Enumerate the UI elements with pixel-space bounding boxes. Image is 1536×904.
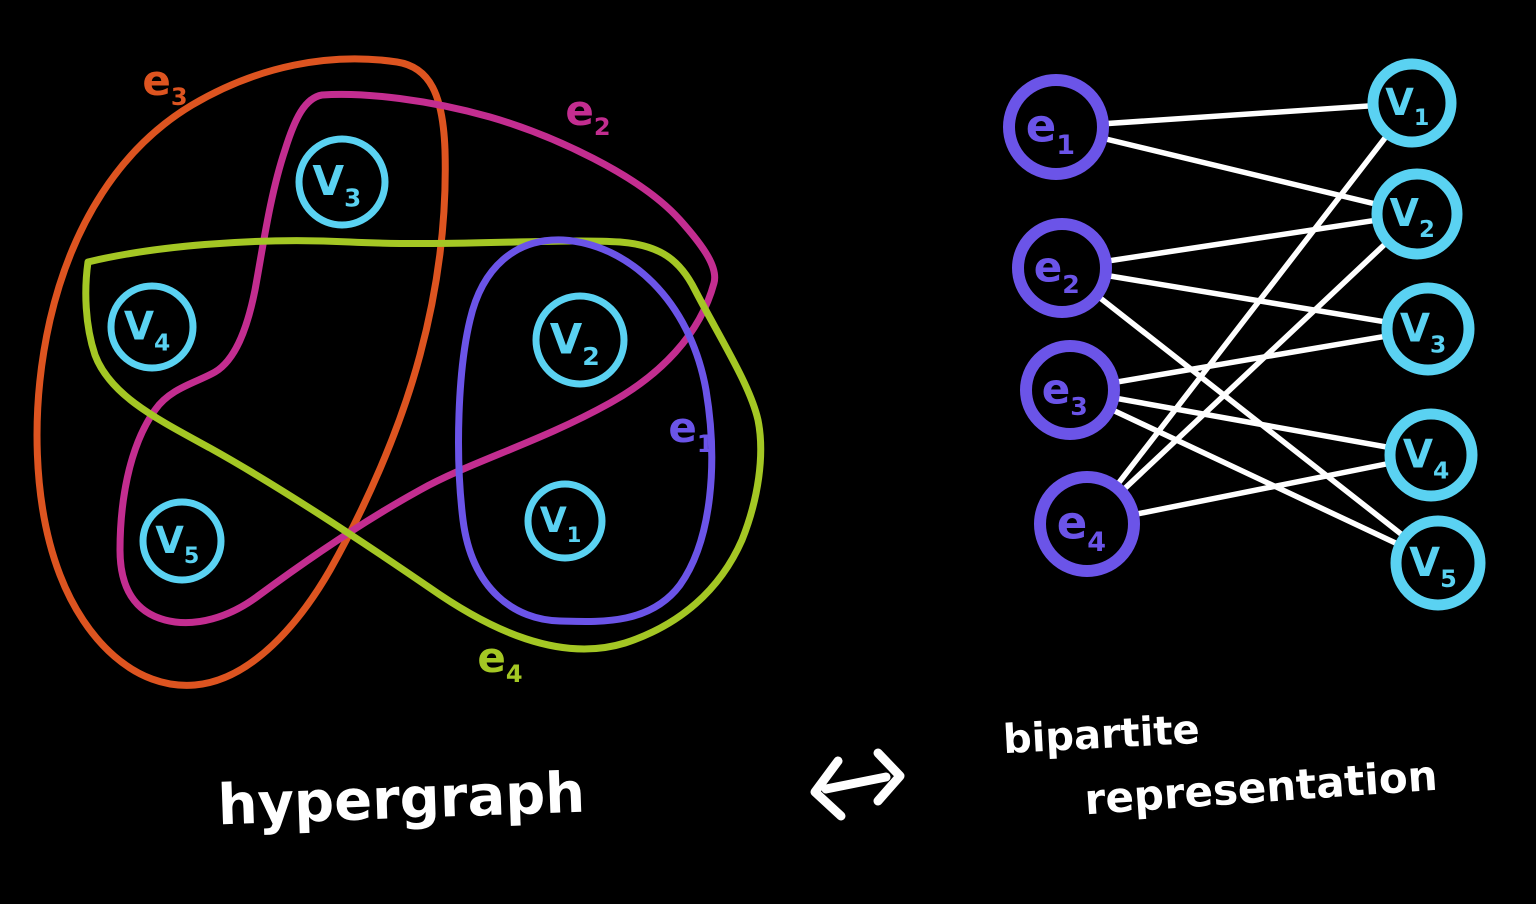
hyperedge-e3-label-main: e <box>142 56 171 105</box>
bipartite-e-node-e1-ring <box>1003 74 1109 180</box>
hypergraph-node-v3: V3 <box>295 135 389 229</box>
hypergraph-node-v2-ring <box>532 292 628 388</box>
bipartite-edge-e1-v1 <box>1053 100 1415 130</box>
hyperedge-e2-label-main: e <box>565 86 594 135</box>
hypergraph-node-v5-label: V5 <box>155 519 199 569</box>
bipartite-e-node-e1: e1 <box>1003 74 1109 180</box>
bipartite-e-node-e2-label: e2 <box>1034 242 1080 299</box>
hyperedge-e3-label: e3 <box>142 56 187 111</box>
bipartite-v-node-v1: V1 <box>1367 58 1457 148</box>
bipartite-e-node-e4-label: e4 <box>1057 496 1106 558</box>
bipartite-v-node-v4-ring <box>1384 408 1478 502</box>
hypergraph-node-v4-ring <box>107 282 197 372</box>
hypergraph-caption: hypergraph <box>217 761 587 839</box>
bipartite-v-node-v2: V2 <box>1371 168 1463 260</box>
bipartite-v-node-v3: V3 <box>1381 282 1475 376</box>
bipartite-e-node-e4-ring <box>1034 471 1140 577</box>
bipartite-e-node-e1-label: e1 <box>1026 99 1075 161</box>
hyperedge-e2-label-sub: 2 <box>594 113 611 141</box>
hyperedge-e4-label: e4 <box>477 633 522 688</box>
bipartite-caption-line1: bipartite <box>1002 707 1201 763</box>
bipartite-edge-e3-v3 <box>1067 326 1431 393</box>
hypergraph-node-v3-label: V3 <box>312 157 361 212</box>
hyperedge-e4-label-sub: 4 <box>506 660 523 688</box>
bipartite-e-node-e3: e3 <box>1020 340 1120 440</box>
bipartite-edge-e4-v1 <box>1084 100 1415 527</box>
bipartite-v-node-v2-ring <box>1371 168 1463 260</box>
hyperedge-e1-label: e1 <box>668 403 713 458</box>
bipartite-v-node-v1-ring <box>1367 58 1457 148</box>
bipartite-e-node-e2: e2 <box>1012 218 1112 318</box>
bipartite-edge-e2-v3 <box>1059 265 1431 332</box>
bipartite-e-node-e3-ring <box>1020 340 1120 440</box>
bipartite-edges <box>1053 100 1441 566</box>
bipartite-e-node-e4: e4 <box>1034 471 1140 577</box>
bipartite-edge-e3-v4 <box>1067 387 1434 458</box>
bipartite-v-node-v2-label: V2 <box>1390 191 1435 243</box>
hypergraph-node-v2: V2 <box>532 292 628 388</box>
hyperedge-e4-loop <box>82 237 765 653</box>
hyperedge-e3-loop <box>33 55 449 689</box>
bipartite-v-node-v5-label: V5 <box>1409 540 1457 593</box>
hyperedge-e2-label: e2 <box>565 86 610 141</box>
bipartite-edge-e2-v5 <box>1059 265 1441 566</box>
hyperedge-e4-label-main: e <box>477 633 506 682</box>
hypergraph-node-v2-label: V2 <box>550 314 600 371</box>
hypergraph-node-v4: V4 <box>107 282 197 372</box>
bipartite-edge-e2-v2 <box>1059 211 1420 271</box>
bipartite-edge-e1-v2 <box>1053 124 1420 217</box>
hyperedge-e2-loop <box>116 90 719 627</box>
bipartite-e-node-e3-label: e3 <box>1042 364 1088 421</box>
bipartite-v-node-v1-label: V1 <box>1385 81 1429 131</box>
hyperedge-e3-label-sub: 3 <box>171 83 188 111</box>
bipartite-v-node-v4: V4 <box>1384 408 1478 502</box>
bipartite-e-node-e2-ring <box>1012 218 1112 318</box>
bipartite-edge-e4-v2 <box>1084 211 1420 527</box>
bipartite-edge-e4-v4 <box>1084 452 1434 527</box>
hypergraph-node-v1: V1 <box>524 480 606 562</box>
hypergraph-node-v3-ring <box>295 135 389 229</box>
hypergraph-node-v5: V5 <box>139 498 225 584</box>
hyperedge-e1-label-sub: 1 <box>697 430 714 458</box>
bipartite-v-node-v3-label: V3 <box>1400 306 1446 358</box>
double-arrow-icon <box>810 748 905 821</box>
hypergraph-node-v4-label: V4 <box>124 304 170 356</box>
hypergraph-node-v1-ring <box>524 480 606 562</box>
bipartite-v-node-v5: V5 <box>1390 515 1486 611</box>
hyperedge-e1-loop <box>455 236 716 625</box>
bipartite-v-node-v4-label: V4 <box>1403 432 1449 484</box>
bipartite-edge-e3-v5 <box>1067 387 1441 566</box>
bipartite-v-node-v5-ring <box>1390 515 1486 611</box>
hypergraph-node-v5-ring <box>139 498 225 584</box>
hyperedge-e1-label-main: e <box>668 403 697 452</box>
bipartite-v-node-v3-ring <box>1381 282 1475 376</box>
hypergraph-node-v1-label: V1 <box>540 501 582 547</box>
